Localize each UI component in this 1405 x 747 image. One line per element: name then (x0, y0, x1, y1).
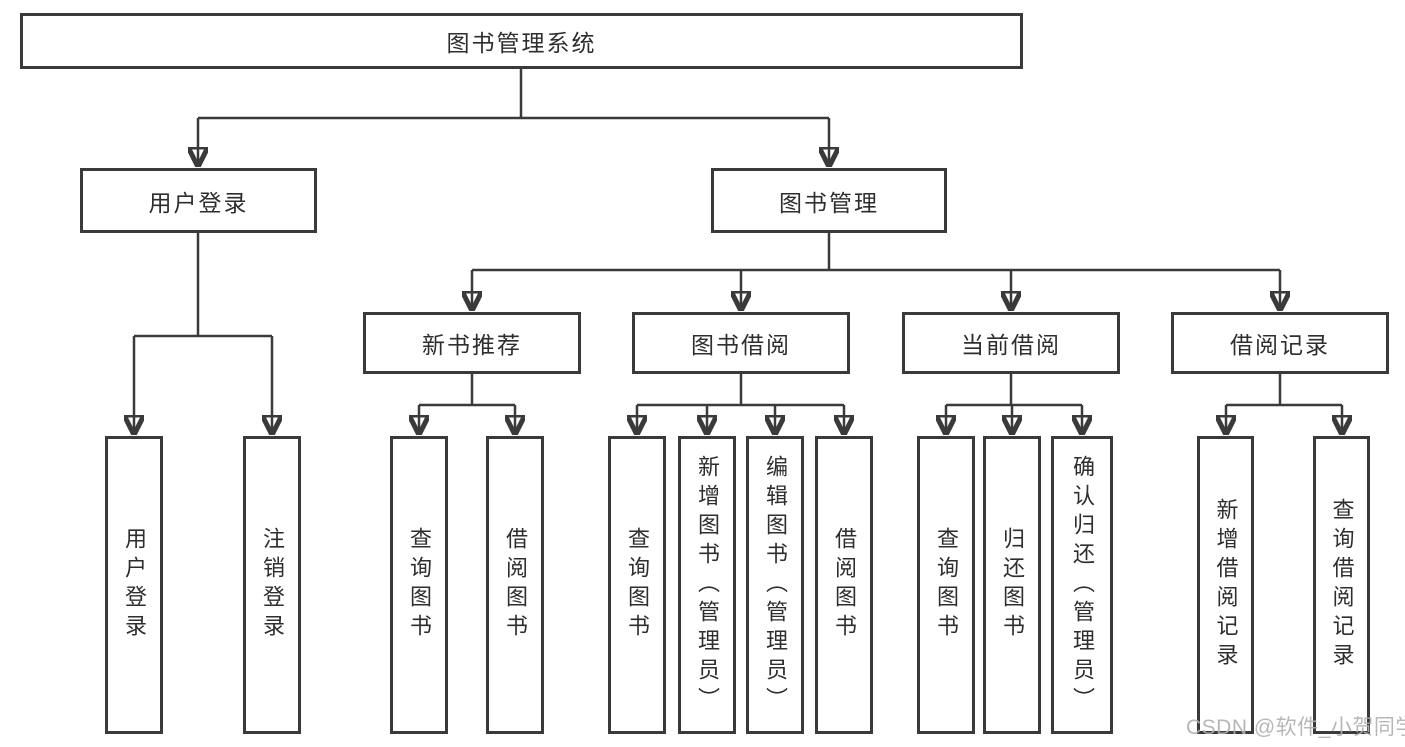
node-label: 借阅图书 (503, 527, 528, 643)
node-label: 归还图书 (1000, 527, 1025, 643)
node-book-borrowing: 图书借阅 (632, 312, 850, 374)
node-label: 借阅图书 (832, 527, 857, 643)
node-query-borrow-record: 查询借阅记录 (1313, 436, 1370, 734)
node-label: 图书管理 (779, 189, 879, 216)
node-label: 查询借阅记录 (1329, 498, 1355, 672)
node-label: 借阅记录 (1230, 332, 1330, 358)
node-label: 查询图书 (407, 527, 432, 643)
node-confirm-return-admin: 确认归还（管理员） (1051, 436, 1113, 734)
node-label: 新增图书（管理员） (695, 454, 720, 716)
node-return-books: 归还图书 (983, 436, 1041, 734)
node-book-management: 图书管理 (711, 168, 947, 233)
node-user-login-action: 用户登录 (105, 436, 163, 734)
node-borrowing-records: 借阅记录 (1171, 312, 1389, 374)
node-label: 新书推荐 (422, 332, 522, 358)
node-borrow-books-recommend: 借阅图书 (486, 436, 544, 734)
node-logout-action: 注销登录 (243, 436, 301, 734)
node-library-management-system: 图书管理系统 (20, 13, 1023, 69)
node-add-book-admin: 新增图书（管理员） (678, 436, 736, 734)
node-edit-book-admin: 编辑图书（管理员） (746, 436, 804, 734)
node-label: 图书借阅 (691, 332, 791, 358)
node-label: 图书管理系统 (446, 30, 597, 56)
node-label: 注销登录 (260, 527, 285, 643)
node-label: 新增借阅记录 (1213, 498, 1239, 672)
node-label: 查询图书 (934, 527, 959, 643)
node-label: 查询图书 (625, 527, 650, 643)
node-query-books-recommend: 查询图书 (390, 436, 448, 734)
node-label: 用户登录 (122, 527, 147, 643)
node-user-login: 用户登录 (80, 168, 317, 233)
node-query-books-borrow: 查询图书 (608, 436, 666, 734)
node-label: 编辑图书（管理员） (763, 454, 788, 716)
node-label: 用户登录 (148, 189, 249, 216)
node-label: 当前借阅 (961, 332, 1061, 358)
node-add-borrow-record: 新增借阅记录 (1197, 436, 1254, 734)
node-current-borrowing: 当前借阅 (902, 312, 1120, 374)
node-label: 确认归还（管理员） (1070, 454, 1095, 716)
node-borrow-books: 借阅图书 (815, 436, 873, 734)
csdn-watermark: CSDN @软件_小贺同学 (1186, 716, 1405, 739)
node-query-books-current: 查询图书 (917, 436, 975, 734)
node-new-book-recommendation: 新书推荐 (363, 312, 581, 374)
